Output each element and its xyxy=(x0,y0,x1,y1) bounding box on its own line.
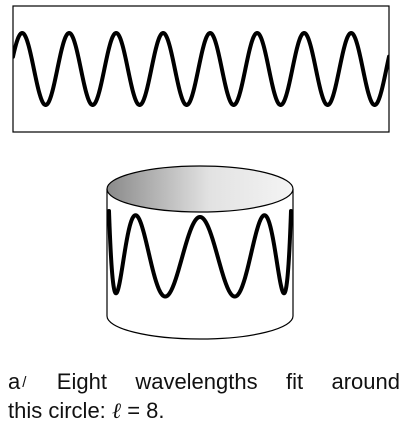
cylinder-top xyxy=(106,165,294,213)
caption-ell-symbol: ℓ xyxy=(111,399,122,424)
caption-line-2: this circle: ℓ = 8. xyxy=(8,397,400,426)
standing-wave-diagram xyxy=(12,5,390,340)
caption-line-1: a/ Eight wavelengths fit around xyxy=(8,368,400,397)
cylinder-body xyxy=(106,189,294,340)
wave-frame xyxy=(12,5,390,133)
caption-label: a xyxy=(8,369,21,394)
wave-around-cylinder xyxy=(107,209,293,299)
caption-separator: / xyxy=(22,374,27,391)
figure-caption: a/ Eight wavelengths fit around this cir… xyxy=(8,368,400,426)
caption-equals-value: = 8. xyxy=(127,398,165,423)
caption-text-1: Eight wavelengths fit around xyxy=(56,369,400,394)
caption-text-2: this circle: xyxy=(8,398,106,423)
flat-wave-eight-wavelengths xyxy=(13,31,389,107)
